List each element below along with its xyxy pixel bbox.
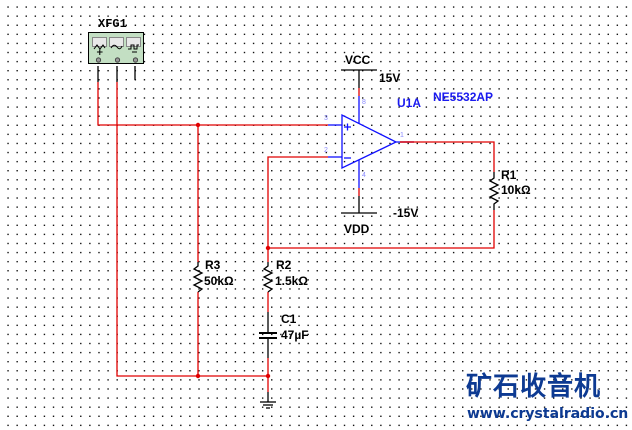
pin-3: 3 xyxy=(324,115,328,122)
sine-wave-icon[interactable] xyxy=(109,37,124,50)
resistor-r3[interactable] xyxy=(192,262,204,293)
wire-r1-to-node[interactable] xyxy=(268,210,495,249)
opamp-part: NE5532AP xyxy=(433,90,494,104)
terminal-common[interactable] xyxy=(114,57,121,63)
resistor-r2[interactable] xyxy=(262,262,274,293)
pin-4: 4 xyxy=(362,172,366,179)
terminal-plus[interactable] xyxy=(95,57,102,63)
r2-ref: R2 xyxy=(276,258,292,272)
watermark-title: 矿石收音机 xyxy=(466,372,602,402)
pin-1: 1 xyxy=(400,132,404,139)
ground-icon[interactable] xyxy=(260,392,276,409)
r1-value: 10kΩ xyxy=(501,183,531,197)
resistor-r1[interactable] xyxy=(488,172,500,210)
plus-terminal-mark: + xyxy=(96,48,104,58)
junction-feedback xyxy=(265,245,271,251)
xfg-label: XFG1 xyxy=(98,17,127,31)
junction-ground-rail-r3 xyxy=(195,373,201,379)
junction-ground-rail-c1 xyxy=(265,373,271,379)
wire-inv-feedback[interactable] xyxy=(267,156,328,248)
function-generator-xfg1[interactable]: + xyxy=(88,32,144,64)
capacitor-c1[interactable] xyxy=(259,312,277,358)
opamp-symbol[interactable] xyxy=(328,96,414,188)
junction-noninv-r3 xyxy=(195,122,201,128)
triangle-wave-icon[interactable] xyxy=(92,37,107,50)
vcc-value: 15V xyxy=(379,71,401,85)
r2-value: 1.5kΩ xyxy=(275,274,308,288)
wire-xfg-common-to-ground-rail[interactable] xyxy=(116,82,268,377)
square-wave-icon[interactable] xyxy=(126,37,141,50)
pin-8: 8 xyxy=(362,99,366,106)
wire-xfg-plus-to-noninv[interactable] xyxy=(97,82,328,126)
opamp-ref: U1A xyxy=(397,96,422,110)
c1-ref: C1 xyxy=(281,312,297,326)
vdd-value: -15V xyxy=(393,206,419,220)
vcc-name: VCC xyxy=(345,53,371,67)
vdd-name: VDD xyxy=(344,222,370,236)
r3-ref: R3 xyxy=(205,258,221,272)
r3-value: 50kΩ xyxy=(204,274,234,288)
r1-ref: R1 xyxy=(501,168,517,182)
xfg-terminals: + xyxy=(95,48,139,63)
c1-value: 47µF xyxy=(281,328,309,342)
terminal-minus[interactable] xyxy=(132,57,139,63)
wire-out-to-r1[interactable] xyxy=(400,141,495,172)
watermark-url: www.crystalradio.cn xyxy=(467,406,629,422)
pin-2: 2 xyxy=(324,147,328,154)
